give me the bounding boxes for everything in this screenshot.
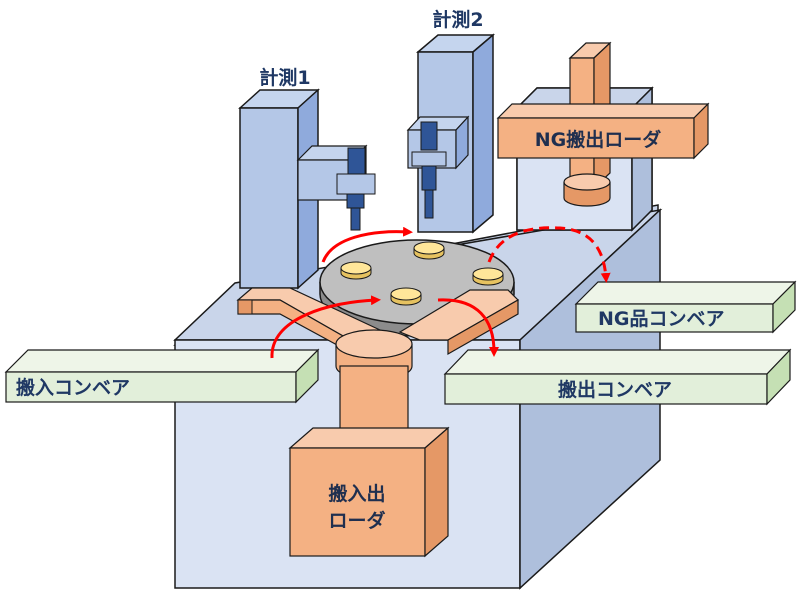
outfeed-conveyor: 搬出コンベア xyxy=(443,348,792,406)
ng-loader-label: NG搬出ローダ xyxy=(535,128,662,151)
measurement-1-label: 計測1 xyxy=(259,66,310,89)
part xyxy=(390,287,422,306)
infeed-conveyor-label: 搬入コンベア xyxy=(16,376,130,399)
flow-arrows xyxy=(270,226,611,359)
measurement-2-label: 計測2 xyxy=(432,8,483,31)
ng-conveyor: NG品コンベア xyxy=(574,280,797,334)
part xyxy=(340,261,372,280)
measurement-probe-icon xyxy=(411,121,447,219)
in-out-loader-label-line1: 搬入出 xyxy=(328,482,385,505)
ng-loader: NG搬出ローダ xyxy=(496,41,710,207)
part xyxy=(413,241,445,260)
ng-conveyor-label: NG品コンベア xyxy=(598,308,725,330)
red-flow-arrow xyxy=(270,295,381,359)
part xyxy=(472,267,504,286)
in-out-loader-label-line2: ローダ xyxy=(328,509,385,532)
measurement-probe-icon xyxy=(336,147,376,231)
in-out-loader-box: 搬入出 ローダ xyxy=(288,426,450,558)
red-flow-arrow xyxy=(321,226,413,263)
measurement-column-1 xyxy=(238,88,376,290)
in-out-loader-arms xyxy=(236,287,519,437)
red-flow-arrow xyxy=(437,298,499,357)
outfeed-conveyor-label: 搬出コンベア xyxy=(558,378,672,401)
red-flow-arrow xyxy=(487,226,611,283)
measurement-column-2 xyxy=(406,33,496,234)
infeed-conveyor: 搬入コンベア xyxy=(4,348,320,404)
